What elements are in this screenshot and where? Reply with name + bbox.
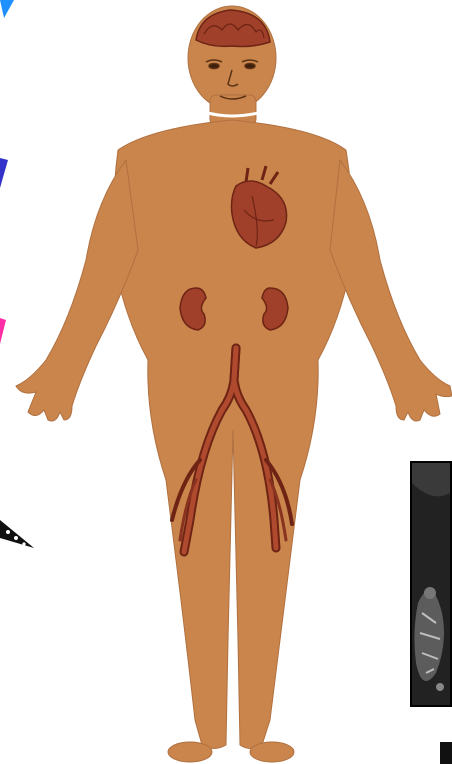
- micrograph-inset: [410, 461, 452, 707]
- dark-arrow-fragment: [0, 520, 34, 548]
- blue-arrow-fragment: [0, 0, 14, 18]
- indigo-arrow-fragment: [0, 158, 8, 188]
- partial-glyph: [440, 742, 452, 764]
- micrograph-image: [412, 463, 450, 705]
- pink-arrow-fragment: [0, 318, 6, 344]
